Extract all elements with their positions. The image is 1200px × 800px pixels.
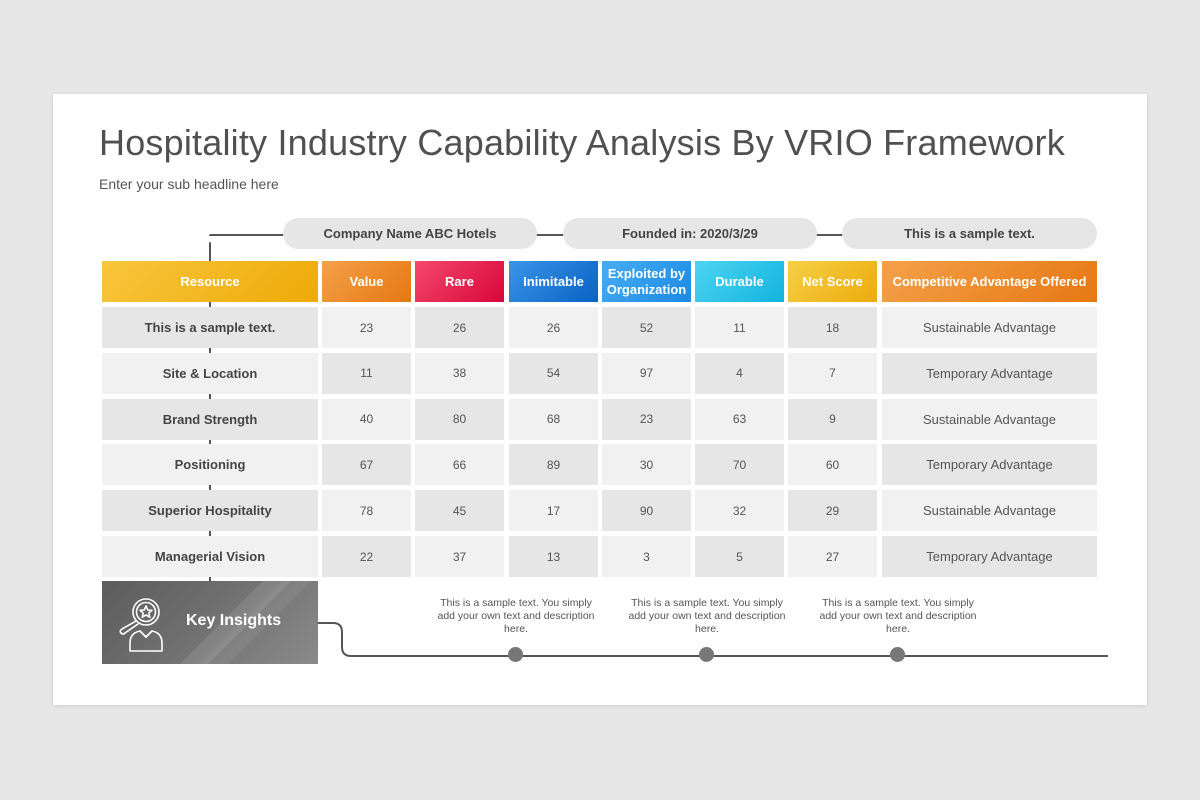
header-value: Value bbox=[322, 261, 411, 302]
header-net-score: Net Score bbox=[788, 261, 877, 302]
timeline-connector bbox=[318, 622, 1108, 657]
cell-rare: 80 bbox=[415, 398, 504, 440]
cell-exploited: 97 bbox=[602, 352, 691, 394]
timeline-dot-1 bbox=[508, 647, 523, 662]
cell-exploited: 23 bbox=[602, 398, 691, 440]
header-label: Inimitable bbox=[523, 273, 584, 289]
slide-subtitle: Enter your sub headline here bbox=[99, 176, 279, 192]
cell-resource: This is a sample text. bbox=[102, 307, 318, 348]
cell-resource: Managerial Vision bbox=[102, 536, 318, 577]
cell-rare: 45 bbox=[415, 490, 504, 532]
cell-rare: 38 bbox=[415, 352, 504, 394]
header-advantage: Competitive Advantage Offered bbox=[882, 261, 1097, 302]
cell-durable: 11 bbox=[695, 307, 784, 348]
cell-exploited: 30 bbox=[602, 444, 691, 486]
insight-note-3: This is a sample text. You simply add yo… bbox=[819, 597, 977, 635]
cell-net-score: 7 bbox=[788, 352, 877, 394]
header-label: Value bbox=[349, 273, 384, 289]
cell-resource: Site & Location bbox=[102, 352, 318, 394]
connector-pill-1-2 bbox=[535, 234, 565, 236]
cell-value: 11 bbox=[322, 352, 411, 394]
cell-inimitable: 54 bbox=[509, 352, 598, 394]
insight-note-2: This is a sample text. You simply add yo… bbox=[628, 597, 786, 635]
cell-resource: Brand Strength bbox=[102, 398, 318, 440]
cell-value: 67 bbox=[322, 444, 411, 486]
cell-net-score: 18 bbox=[788, 307, 877, 348]
header-durable: Durable bbox=[695, 261, 784, 302]
key-insights-label: Key Insights bbox=[186, 612, 282, 629]
cell-exploited: 52 bbox=[602, 307, 691, 348]
cell-value: 40 bbox=[322, 398, 411, 440]
header-label: Net Score bbox=[802, 273, 863, 289]
info-pill-company: Company Name ABC Hotels bbox=[283, 218, 537, 249]
header-resource: Resource bbox=[102, 261, 318, 302]
pill-text: Founded in: 2020/3/29 bbox=[622, 226, 758, 241]
cell-inimitable: 26 bbox=[509, 307, 598, 348]
cell-value: 78 bbox=[322, 490, 411, 532]
connector-top-left bbox=[209, 234, 289, 236]
key-insights-box: Key Insights bbox=[102, 581, 318, 664]
header-label: Competitive Advantage Offered bbox=[892, 273, 1087, 289]
cell-net-score: 27 bbox=[788, 536, 877, 577]
timeline-dot-2 bbox=[699, 647, 714, 662]
cell-rare: 26 bbox=[415, 307, 504, 348]
cell-net-score: 29 bbox=[788, 490, 877, 532]
timeline-dot-3 bbox=[890, 647, 905, 662]
cell-advantage: Temporary Advantage bbox=[882, 444, 1097, 486]
header-label: Rare bbox=[445, 273, 474, 289]
cell-value: 23 bbox=[322, 307, 411, 348]
pill-text: This is a sample text. bbox=[904, 226, 1035, 241]
header-label: Resource bbox=[180, 273, 240, 289]
cell-durable: 70 bbox=[695, 444, 784, 486]
cell-inimitable: 68 bbox=[509, 398, 598, 440]
cell-advantage: Sustainable Advantage bbox=[882, 490, 1097, 532]
cell-inimitable: 89 bbox=[509, 444, 598, 486]
cell-inimitable: 13 bbox=[509, 536, 598, 577]
slide-title: Hospitality Industry Capability Analysis… bbox=[99, 122, 1065, 163]
pill-text: Company Name ABC Hotels bbox=[323, 226, 497, 241]
cell-durable: 32 bbox=[695, 490, 784, 532]
header-exploited: Exploited by Organization bbox=[602, 261, 691, 302]
cell-rare: 66 bbox=[415, 444, 504, 486]
connector-pill-2-3 bbox=[815, 234, 845, 236]
header-label: Durable bbox=[715, 273, 764, 289]
cell-resource: Superior Hospitality bbox=[102, 490, 318, 532]
cell-advantage: Sustainable Advantage bbox=[882, 307, 1097, 348]
cell-inimitable: 17 bbox=[509, 490, 598, 532]
slide: Hospitality Industry Capability Analysis… bbox=[53, 94, 1147, 705]
info-pill-founded: Founded in: 2020/3/29 bbox=[563, 218, 817, 249]
header-inimitable: Inimitable bbox=[509, 261, 598, 302]
cell-advantage: Sustainable Advantage bbox=[882, 398, 1097, 440]
cell-exploited: 90 bbox=[602, 490, 691, 532]
cell-durable: 5 bbox=[695, 536, 784, 577]
cell-net-score: 9 bbox=[788, 398, 877, 440]
cell-advantage: Temporary Advantage bbox=[882, 536, 1097, 577]
cell-advantage: Temporary Advantage bbox=[882, 352, 1097, 394]
cell-resource: Positioning bbox=[102, 444, 318, 486]
info-pill-sample: This is a sample text. bbox=[842, 218, 1097, 249]
header-label: Exploited by Organization bbox=[606, 265, 687, 297]
cell-net-score: 60 bbox=[788, 444, 877, 486]
magnifier-star-person-icon bbox=[119, 598, 163, 652]
insight-note-1: This is a sample text. You simply add yo… bbox=[437, 597, 595, 635]
cell-value: 22 bbox=[322, 536, 411, 577]
header-rare: Rare bbox=[415, 261, 504, 302]
cell-durable: 4 bbox=[695, 352, 784, 394]
cell-durable: 63 bbox=[695, 398, 784, 440]
cell-rare: 37 bbox=[415, 536, 504, 577]
cell-exploited: 3 bbox=[602, 536, 691, 577]
